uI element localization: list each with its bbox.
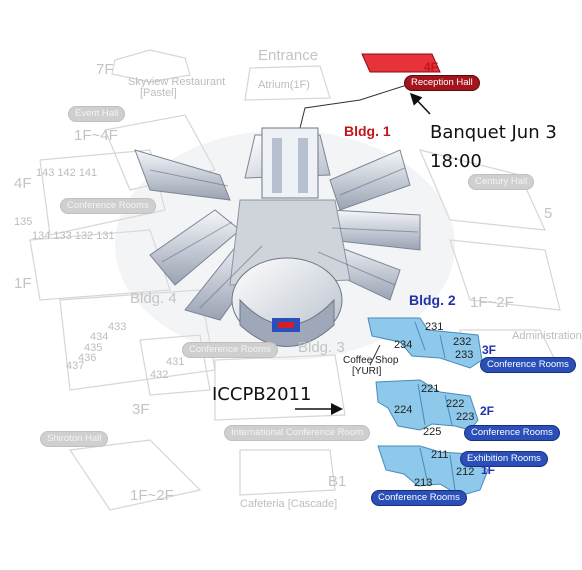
room-437-label: 437 [66,360,85,372]
banquet-arrow [409,92,431,115]
room-221-label: 221 [421,383,440,395]
conf-rooms-2f-label: Conference Rooms [464,425,560,441]
iccpb-annotation: ICCPB2011 [212,384,312,405]
room-432-label: 432 [150,369,169,381]
room-212-label: 212 [456,466,475,478]
century-hall-plan [418,149,546,231]
pastel-label: [Pastel] [140,87,177,99]
exhibition-rooms-label: Exhibition Rooms [460,451,548,467]
floor-3f-left-label: 3F [132,401,150,418]
coffee-shop-leader [369,344,381,366]
entrance-label: Entrance [258,47,319,64]
conf-rooms-1f-label: Conference Rooms [371,490,467,506]
room-213-label: 213 [414,477,433,489]
room-223-label: 223 [456,411,475,423]
yuri-label: [YURI] [352,366,382,377]
left-conference-plan [39,149,166,236]
room-224-label: 224 [394,404,413,416]
floor-3f-blue-label: 3F [482,343,497,357]
room-135-label: 135 [14,216,33,228]
floor-7f-label: 7F [96,61,114,78]
shirotori-hall-label: Shirotori Hall [40,431,109,447]
atrium-label: Atrium(1F) [258,79,310,91]
right-hall-plan [449,239,561,311]
rooms-left-bottom-label: 134 133 132 131 [32,230,115,242]
faint-floor-plans [29,49,561,511]
room-225-label: 225 [423,426,442,438]
room-222-label: 222 [446,398,465,410]
room-232-label: 232 [453,336,472,348]
conf-rooms-3f-label: Conference Rooms [480,357,576,373]
shirotori-plan [68,439,202,511]
floor-1f-2f-left-label: 1F~2F [130,487,174,504]
floor-2f-blue-label: 2F [480,404,495,418]
conf-rooms-bldg4-label: Conference Rooms [182,342,278,358]
banquet-annotation-line1: Banquet Jun 3 [430,122,557,143]
room-435-label: 435 [84,342,103,354]
floor-1f-4f-label: 1F~4F [74,127,118,144]
century-hall-label: Century Hall [468,174,535,190]
floor-5-right-label: 5 [544,205,553,222]
intl-conf-room-label: International Conference Room [224,425,371,441]
coffee-shop-label: Coffee Shop [343,355,399,366]
administration-label: Administration [512,330,582,342]
left-lower-plan [29,229,171,301]
bldg2-3f-plan [367,317,483,369]
cafeteria-plan [239,449,336,496]
room-231-label: 231 [425,321,444,333]
bldg-4-label: Bldg. 4 [130,290,177,307]
bldg-1-label: Bldg. 1 [344,123,391,139]
reception-hall-floor [361,53,441,73]
bldg-2-label: Bldg. 2 [409,292,456,308]
atrium-plan [244,65,331,101]
floor-b1-label: B1 [328,473,347,490]
skyview-plan [111,49,191,83]
room-211-label: 211 [431,449,449,461]
conf-rooms-left-label: Conference Rooms [60,198,156,214]
bldg-3-label: Bldg. 3 [298,339,345,356]
bldg4-plan-inner [139,334,211,396]
intl-conf-plan [214,354,346,421]
room-234-label: 234 [394,339,413,351]
room-436-label: 436 [78,352,97,364]
reception-floor-label: 4F [424,60,439,74]
reception-hall-label: Reception Hall [404,75,480,91]
floor-1f-blue-label: 1F [481,463,496,477]
event-hall-label: Event Hall [68,106,126,122]
rooms-left-top-label: 143 142 141 [36,167,98,179]
floor-1f-left-label: 1F [14,275,32,292]
bldg2-2f-plan [375,379,479,431]
skyview-label: Skyview Restaurant [128,76,226,88]
building-complex-illustration [115,127,455,360]
floor-1f-2f-right-label: 1F~2F [470,294,514,311]
reception-leader-line [299,83,411,129]
event-hall-plan [104,114,216,191]
cafeteria-label: Cafeteria [Cascade] [240,498,338,510]
bldg2-room-dividers [414,321,456,491]
room-434-label: 434 [90,331,109,343]
room-233-label: 233 [455,349,474,361]
floor-4f-left-label: 4F [14,175,32,192]
room-433-label: 433 [108,321,127,333]
room-431-label: 431 [166,356,185,368]
banquet-annotation-line2: 18:00 [430,151,482,172]
